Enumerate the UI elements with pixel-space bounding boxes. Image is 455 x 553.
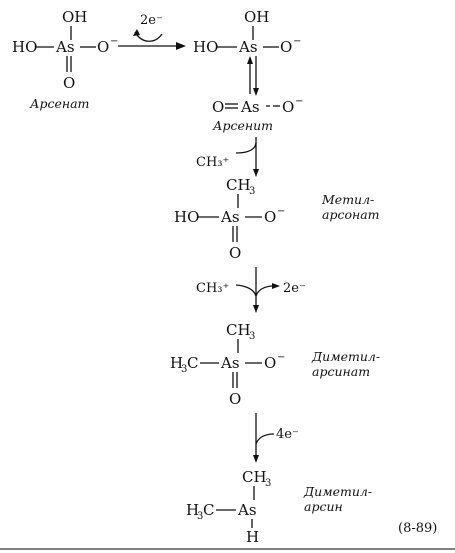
svg-text:3: 3: [197, 511, 203, 522]
dimethylarsine-structure: CH 3 H 3 C As H: [186, 468, 271, 546]
reduction-arrow-1: [118, 29, 186, 50]
svg-text:As: As: [220, 208, 240, 226]
svg-text:As: As: [55, 38, 75, 56]
methylarsonate-structure: CH 3 HO As O − O: [174, 176, 285, 262]
svg-text:O: O: [229, 244, 241, 262]
svg-text:O: O: [229, 390, 241, 408]
svg-text:HO: HO: [193, 38, 218, 56]
arsenate-label: Арсенат: [29, 96, 89, 111]
svg-text:O: O: [63, 74, 75, 92]
arsenite-ion-structure: O As O −: [212, 96, 303, 116]
svg-text:HO: HO: [12, 38, 37, 56]
methylation-reduction-arrow: [235, 267, 280, 313]
svg-text:−: −: [110, 36, 118, 47]
methylarsonate-label-line2: арсонат: [322, 207, 380, 222]
reduction-arrow-final: [253, 413, 275, 463]
svg-text:O: O: [97, 38, 109, 56]
electrons-label-1: 2e⁻: [140, 13, 163, 28]
svg-text:3: 3: [249, 186, 255, 197]
methylation-arrow-1: [235, 137, 259, 177]
svg-text:−: −: [277, 352, 285, 363]
svg-text:OH: OH: [62, 8, 87, 26]
svg-text:3: 3: [265, 478, 271, 489]
svg-text:O: O: [264, 208, 276, 226]
electrons-label-2: 2e⁻: [283, 281, 306, 296]
svg-text:H: H: [186, 501, 199, 519]
svg-text:O: O: [282, 98, 294, 116]
svg-text:H: H: [170, 354, 183, 372]
svg-text:−: −: [293, 36, 301, 47]
methylarsonate-label-line1: Метил-: [321, 192, 374, 207]
svg-text:H: H: [246, 528, 259, 546]
methyl-cation-label-1: CH₃⁺: [196, 155, 229, 170]
electrons-label-3: 4e⁻: [276, 427, 299, 442]
arsenate-structure: OH HO As O − O: [12, 8, 118, 92]
svg-text:O: O: [264, 354, 276, 372]
svg-text:As: As: [240, 98, 260, 116]
svg-text:C: C: [187, 354, 198, 372]
svg-text:−: −: [277, 206, 285, 217]
svg-text:O: O: [212, 98, 224, 116]
svg-text:C: C: [203, 501, 214, 519]
svg-text:O: O: [280, 38, 292, 56]
equation-number: (8-89): [398, 521, 437, 536]
svg-text:As: As: [220, 354, 240, 372]
arsenite-structure: OH HO As O −: [193, 8, 301, 56]
svg-text:As: As: [238, 38, 258, 56]
svg-text:CH: CH: [226, 176, 251, 194]
equilibrium-arrow: [247, 56, 259, 96]
svg-text:HO: HO: [174, 208, 199, 226]
dimethylarsine-label-line1: Диметил-: [303, 484, 372, 499]
svg-text:CH: CH: [226, 321, 251, 339]
methyl-cation-label-2: CH₃⁺: [196, 281, 229, 296]
arsenite-label: Арсенит: [212, 118, 273, 133]
dimethylarsinate-label-line1: Диметил-: [311, 349, 380, 364]
svg-text:As: As: [237, 501, 257, 519]
svg-text:3: 3: [249, 331, 255, 342]
dimethylarsinate-label-line2: арсинат: [312, 364, 370, 379]
svg-text:OH: OH: [244, 8, 269, 26]
dimethylarsinate-structure: CH 3 H 3 C As O − O: [170, 321, 285, 408]
svg-text:CH: CH: [242, 468, 267, 486]
svg-text:−: −: [295, 96, 303, 107]
svg-text:3: 3: [181, 364, 187, 375]
dimethylarsine-label-line2: арсин: [304, 499, 343, 514]
